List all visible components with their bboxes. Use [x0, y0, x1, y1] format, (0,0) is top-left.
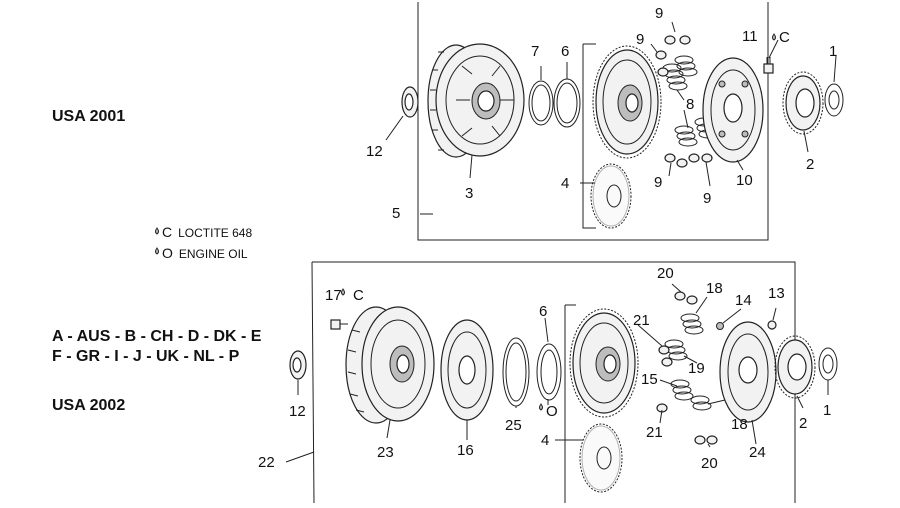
loctite-drop-17 — [341, 288, 345, 296]
callout-4: 4 — [541, 432, 550, 449]
washer-1-top — [824, 83, 844, 117]
pressure-plate-10 — [702, 57, 764, 163]
callout-24: 24 — [749, 444, 766, 461]
callout-7: 7 — [531, 43, 540, 60]
clutch-housing-3 — [427, 43, 525, 158]
primary-gear-top — [592, 45, 662, 159]
washer-1-bottom — [818, 347, 838, 381]
callout-9: 9 — [654, 174, 663, 191]
callout-9: 9 — [636, 31, 645, 48]
legend-oil: O ENGINE OIL — [162, 245, 248, 261]
cups-9-top — [655, 35, 713, 168]
callout-11: 11 — [742, 28, 758, 45]
callout-10: 10 — [736, 172, 753, 189]
oil-text: ENGINE OIL — [178, 247, 248, 261]
frame-usa2001 — [417, 2, 769, 241]
callout-9: 9 — [703, 190, 712, 207]
clutch-housing-23 — [345, 306, 435, 424]
callout-1: 1 — [829, 43, 838, 60]
cups-20-21 — [656, 291, 718, 445]
callout-5: 5 — [392, 205, 401, 222]
oil-drop-6 — [539, 403, 543, 411]
callout-8: 8 — [686, 96, 695, 113]
callout-6: 6 — [539, 303, 548, 320]
label-markets-line2: F - GR - I - J - UK - NL - P — [52, 348, 240, 365]
loctite-text: LOCTITE 648 — [178, 226, 253, 240]
oil-symbol: O — [162, 245, 173, 261]
frame-usa2002 — [311, 261, 796, 504]
callout-12: 12 — [289, 403, 306, 420]
callout-21: 21 — [633, 312, 650, 329]
bracket-bottom-4 — [564, 304, 576, 503]
label-usa-2001: USA 2001 — [52, 108, 126, 125]
washer-6-top — [553, 78, 581, 128]
primary-gear-bottom — [569, 308, 639, 418]
friction-plate-16 — [440, 319, 494, 421]
callout-12: 12 — [366, 143, 383, 160]
nut-13 — [767, 320, 777, 330]
callout-20: 20 — [657, 265, 674, 282]
callout-17-loctite-symbol: C — [353, 287, 364, 304]
loctite-drop-icon — [155, 227, 159, 235]
callout-11-loctite-symbol: C — [779, 29, 790, 46]
gear-2-bottom — [774, 335, 816, 399]
gear-4-bottom — [579, 423, 623, 493]
o-ring-7 — [528, 80, 554, 126]
pressure-plate-24 — [719, 321, 777, 423]
pin-14 — [716, 322, 724, 330]
callout-22: 22 — [258, 454, 275, 471]
callout-4: 4 — [561, 175, 570, 192]
nut-12-top — [401, 86, 419, 118]
bracket-top-4 — [582, 43, 596, 229]
callout-14: 14 — [735, 292, 752, 309]
washer-6-bottom — [536, 343, 562, 401]
callout-9: 9 — [655, 5, 664, 22]
callout-21: 21 — [646, 424, 663, 441]
label-markets-line1: A - AUS - B - CH - D - DK - E — [52, 328, 262, 345]
callout-2: 2 — [799, 415, 808, 432]
gear-2-top — [782, 71, 824, 135]
callout-1: 1 — [823, 402, 832, 419]
callout-6: 6 — [561, 43, 570, 60]
screw-17 — [330, 319, 348, 330]
oil-drop-icon — [155, 247, 159, 255]
callout-17: 17 — [325, 287, 342, 304]
screw-11 — [763, 57, 774, 74]
callout-19: 19 — [688, 360, 705, 377]
loctite-symbol: C — [162, 224, 173, 240]
label-usa-2002: USA 2002 — [52, 397, 126, 414]
callout-6-oil-symbol: O — [546, 403, 558, 420]
callout-3: 3 — [465, 185, 474, 202]
callout-20: 20 — [701, 455, 718, 472]
nut-12-bottom — [289, 350, 307, 380]
callout-25: 25 — [505, 417, 522, 434]
callout-23: 23 — [377, 444, 394, 461]
callout-18: 18 — [731, 416, 748, 433]
callout-2: 2 — [806, 156, 815, 173]
callout-15: 15 — [641, 371, 658, 388]
loctite-drop-11 — [772, 33, 776, 41]
gear-4-top — [590, 163, 632, 229]
callout-13: 13 — [768, 285, 785, 302]
callout-16: 16 — [457, 442, 474, 459]
plate-25 — [502, 337, 530, 407]
callout-18: 18 — [706, 280, 723, 297]
legend-loctite: C LOCTITE 648 — [162, 224, 252, 240]
